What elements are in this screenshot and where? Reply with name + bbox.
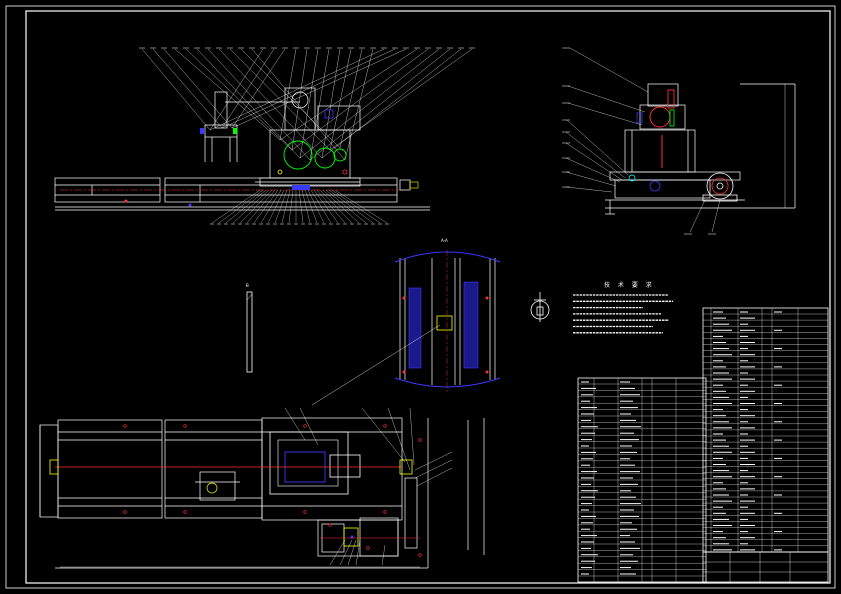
plan-end-block-left bbox=[49, 459, 59, 475]
side-pin bbox=[628, 174, 636, 182]
part-number-row-bottom bbox=[210, 189, 389, 225]
carriage-bolt-1 bbox=[277, 169, 283, 175]
leader-line-bottom bbox=[319, 189, 353, 224]
plan-bed bbox=[39, 417, 485, 569]
technical-requirements: 技 术 要 求 bbox=[573, 281, 673, 334]
slender-part-body bbox=[246, 291, 253, 373]
bolt-hole bbox=[183, 424, 187, 428]
bolt-hole bbox=[303, 510, 307, 514]
leader-line-bottom bbox=[331, 189, 381, 224]
leader-line-bottom bbox=[281, 189, 291, 224]
side-view bbox=[562, 47, 796, 235]
tech-req-lines bbox=[573, 294, 673, 334]
surface-symbol bbox=[530, 292, 550, 322]
leader-line-bottom bbox=[239, 189, 273, 224]
marker-blue bbox=[188, 203, 192, 207]
bolt-hole bbox=[383, 424, 387, 428]
bolt-hole bbox=[328, 523, 332, 527]
leader-line-bottom bbox=[288, 189, 294, 224]
rail-bed bbox=[54, 177, 430, 211]
leader-line-bottom bbox=[253, 189, 279, 224]
parts-list bbox=[577, 307, 829, 583]
bolt-hole bbox=[123, 510, 127, 514]
leader-line-bottom bbox=[304, 189, 318, 224]
leader-line-bottom bbox=[325, 189, 367, 224]
side-small-wheel bbox=[649, 180, 661, 192]
detail-arc-bottom bbox=[394, 377, 501, 388]
detail-point-3 bbox=[402, 370, 406, 374]
bolt-hole bbox=[123, 424, 127, 428]
leader-line-bottom bbox=[218, 189, 264, 224]
slender-part: B bbox=[246, 283, 253, 373]
detail-arc-top bbox=[394, 251, 501, 263]
front-view bbox=[54, 47, 475, 225]
leader-line-bottom bbox=[267, 189, 285, 224]
detail-leader bbox=[311, 324, 441, 406]
detail-slider bbox=[436, 315, 453, 331]
carriage-gearbox bbox=[324, 109, 334, 119]
tech-req-title: 技 术 要 求 bbox=[604, 281, 655, 289]
leader-line-bottom bbox=[310, 189, 332, 224]
leader-line-bottom bbox=[211, 189, 261, 224]
plan-end-block-right bbox=[399, 459, 413, 475]
end-coupling bbox=[409, 181, 419, 189]
leader-line-bottom bbox=[301, 189, 311, 224]
plan-bolt-holes bbox=[123, 424, 422, 557]
detail-block-left bbox=[408, 287, 422, 369]
arm-tip-green bbox=[233, 128, 237, 134]
arm-tip-blue bbox=[200, 128, 204, 134]
bolt-hole bbox=[366, 546, 370, 550]
left-arm-assembly bbox=[204, 91, 300, 162]
side-leaders bbox=[565, 47, 721, 233]
section-label: A-A bbox=[441, 238, 448, 243]
bolt-hole bbox=[418, 553, 422, 557]
carriage-shaft bbox=[292, 185, 310, 190]
detail-point-2 bbox=[485, 296, 489, 300]
leader-lines bbox=[141, 48, 473, 161]
slender-part-label: B bbox=[246, 283, 249, 288]
leader-line-bottom bbox=[298, 189, 304, 224]
plan-carriage bbox=[269, 431, 349, 495]
bolt-hole bbox=[383, 510, 387, 514]
side-frame bbox=[605, 83, 796, 215]
leader-line-bottom bbox=[274, 189, 288, 224]
leader-line-bottom bbox=[334, 189, 388, 224]
slender-part-hatch bbox=[246, 293, 253, 301]
leader-line-bottom bbox=[316, 189, 346, 224]
side-part-numbers bbox=[562, 47, 716, 235]
bolt-hole bbox=[303, 424, 307, 428]
side-arm-green bbox=[669, 109, 675, 127]
leader-line-bottom bbox=[313, 189, 339, 224]
leader-line-bottom bbox=[328, 189, 374, 224]
plan-carriage-inner bbox=[277, 439, 339, 487]
leader-line-bottom bbox=[232, 189, 270, 224]
inner-border bbox=[25, 10, 831, 584]
plan-motor bbox=[329, 454, 361, 478]
carriage-bolt-2 bbox=[342, 169, 348, 175]
leader-line-bottom bbox=[260, 189, 282, 224]
side-wheel bbox=[702, 172, 738, 202]
plan-leaders bbox=[284, 407, 453, 566]
side-bracket-blue bbox=[636, 112, 643, 124]
leader-line-bottom bbox=[225, 189, 267, 224]
leader-line-bottom bbox=[246, 189, 276, 224]
leader-line-bottom bbox=[322, 189, 360, 224]
detail-point-4 bbox=[485, 370, 489, 374]
plan-drive-coupling bbox=[343, 527, 359, 547]
bolt-hole bbox=[183, 510, 187, 514]
carriage-gears bbox=[283, 140, 347, 170]
plan-view bbox=[39, 407, 485, 569]
section-detail: A-A bbox=[311, 238, 501, 406]
marker-red bbox=[124, 199, 128, 203]
plan-gripper bbox=[195, 471, 240, 501]
parts-list-grid bbox=[578, 308, 828, 582]
detail-point-1 bbox=[402, 296, 406, 300]
outer-border bbox=[5, 5, 836, 589]
bolt-hole bbox=[418, 438, 422, 442]
leader-line-bottom bbox=[307, 189, 325, 224]
detail-frame bbox=[399, 258, 496, 385]
detail-block-right bbox=[463, 281, 479, 369]
side-actuator-red bbox=[667, 89, 675, 109]
